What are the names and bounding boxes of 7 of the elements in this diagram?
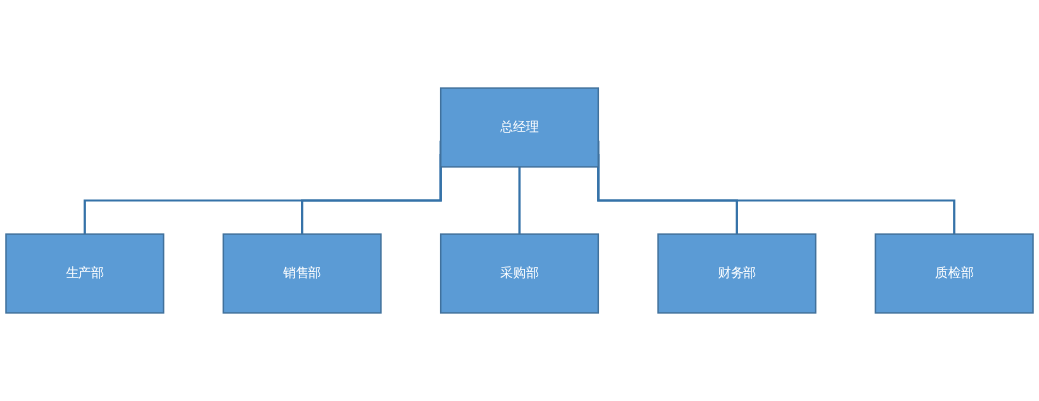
connector	[518, 166, 521, 236]
node-box: 质检部	[874, 233, 1034, 314]
node-box: 采购部	[439, 233, 600, 314]
node-box: 销售部	[222, 233, 382, 314]
node-box: 财务部	[657, 233, 817, 314]
node-box: 生产部	[5, 233, 165, 314]
node-box: 总经理	[439, 87, 600, 168]
